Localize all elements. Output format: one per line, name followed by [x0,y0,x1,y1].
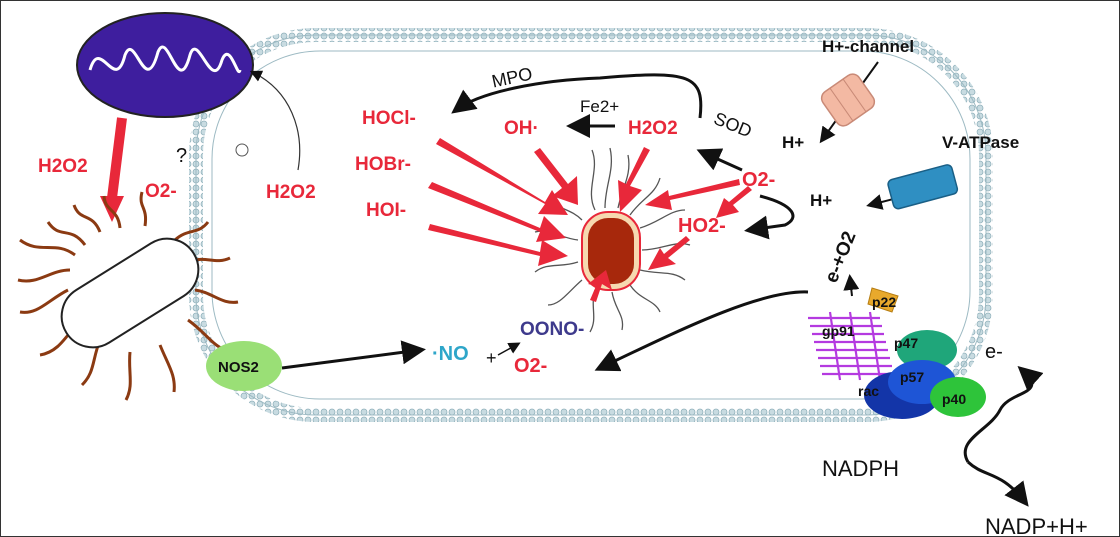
p40-label: p40 [942,391,966,407]
mito-to-bacterium-arrow [107,117,127,199]
hocl-arrow [436,138,568,215]
hoi-label: HOI- [366,200,406,221]
nadph-to-e-arrow [963,366,1044,463]
p57-label: p57 [900,369,924,385]
oono-label: OONO- [520,319,584,340]
nos2-label: NOS2 [218,359,259,376]
black-arrows [281,61,1044,507]
proton-channel-icon [820,73,876,127]
engulfed-bacterium-icon [534,147,691,333]
ho2-label: HO2- [678,215,726,237]
vatpase-label: V-ATPase [942,133,1019,152]
membrane-pore [235,143,249,157]
question-label: ? [176,145,187,167]
inner-h2o2-label: H2O2 [266,182,316,203]
no-to-oono-arrow [497,342,521,356]
h-plus-2-label: H+ [810,191,832,210]
oxidase-to-e-arrow [843,274,860,297]
oh-arrow [534,148,578,205]
nadph-to-nadp-arrow [966,460,1029,507]
nadp-label: NADP+H+ [985,514,1088,537]
mito-o2-label: O2- [145,181,177,202]
v-atpase-icon [887,164,959,210]
nos2-icon [206,341,282,391]
e-minus-label: e- [985,341,1003,363]
nadph-oxidase-complex-icon [808,287,986,419]
h2o2-center-label: H2O2 [628,118,678,139]
h2o2-to-mitochondria-arrow [249,70,301,171]
bacterium-icon [17,191,239,401]
mito-h2o2-label: H2O2 [38,156,88,177]
rac-label: rac [858,383,879,399]
membrane-outer-line [195,34,987,416]
o2-to-ho2-arrow [716,186,752,218]
ho2-arrow [648,236,690,270]
membrane-inner-line [211,50,971,400]
fe-label: Fe2+ [580,97,619,116]
o2-to-bacterium-arrow [645,179,740,210]
oh-label: OH· [504,118,539,139]
oono-arrow [588,270,612,302]
no-label: ·NO [432,343,469,365]
plus-label: + [486,348,497,368]
reactive-arrows [428,138,752,302]
p47-label: p47 [894,335,918,351]
mitochondrion-icon [76,12,254,118]
nos2-to-no-arrow [281,340,426,370]
e-o2-label: e-+O2 [821,229,860,286]
mpo-label: MPO [490,63,534,91]
o2-bottom-label: O2- [514,355,547,377]
h-plus-1-label: H+ [782,133,804,152]
o2-right-label: O2- [742,169,775,191]
h-to-ho2-arrow [744,194,795,240]
h-channel-label: H+-channel [822,37,914,56]
hobr-label: HOBr- [355,154,411,175]
nadph-label: NADPH [822,456,899,481]
sod-label: SOD [711,108,755,141]
hoi-arrow [428,224,568,266]
p22-label: p22 [872,294,896,310]
h2o2-center-arrow [618,147,650,212]
mpo-arrow [451,73,703,119]
gp91-label: gp91 [822,323,855,339]
e-o2-to-o2-arrow [594,290,809,372]
hobr-arrow [428,182,566,242]
hocl-label: HOCl- [362,108,416,129]
sod-arrow [696,148,743,172]
